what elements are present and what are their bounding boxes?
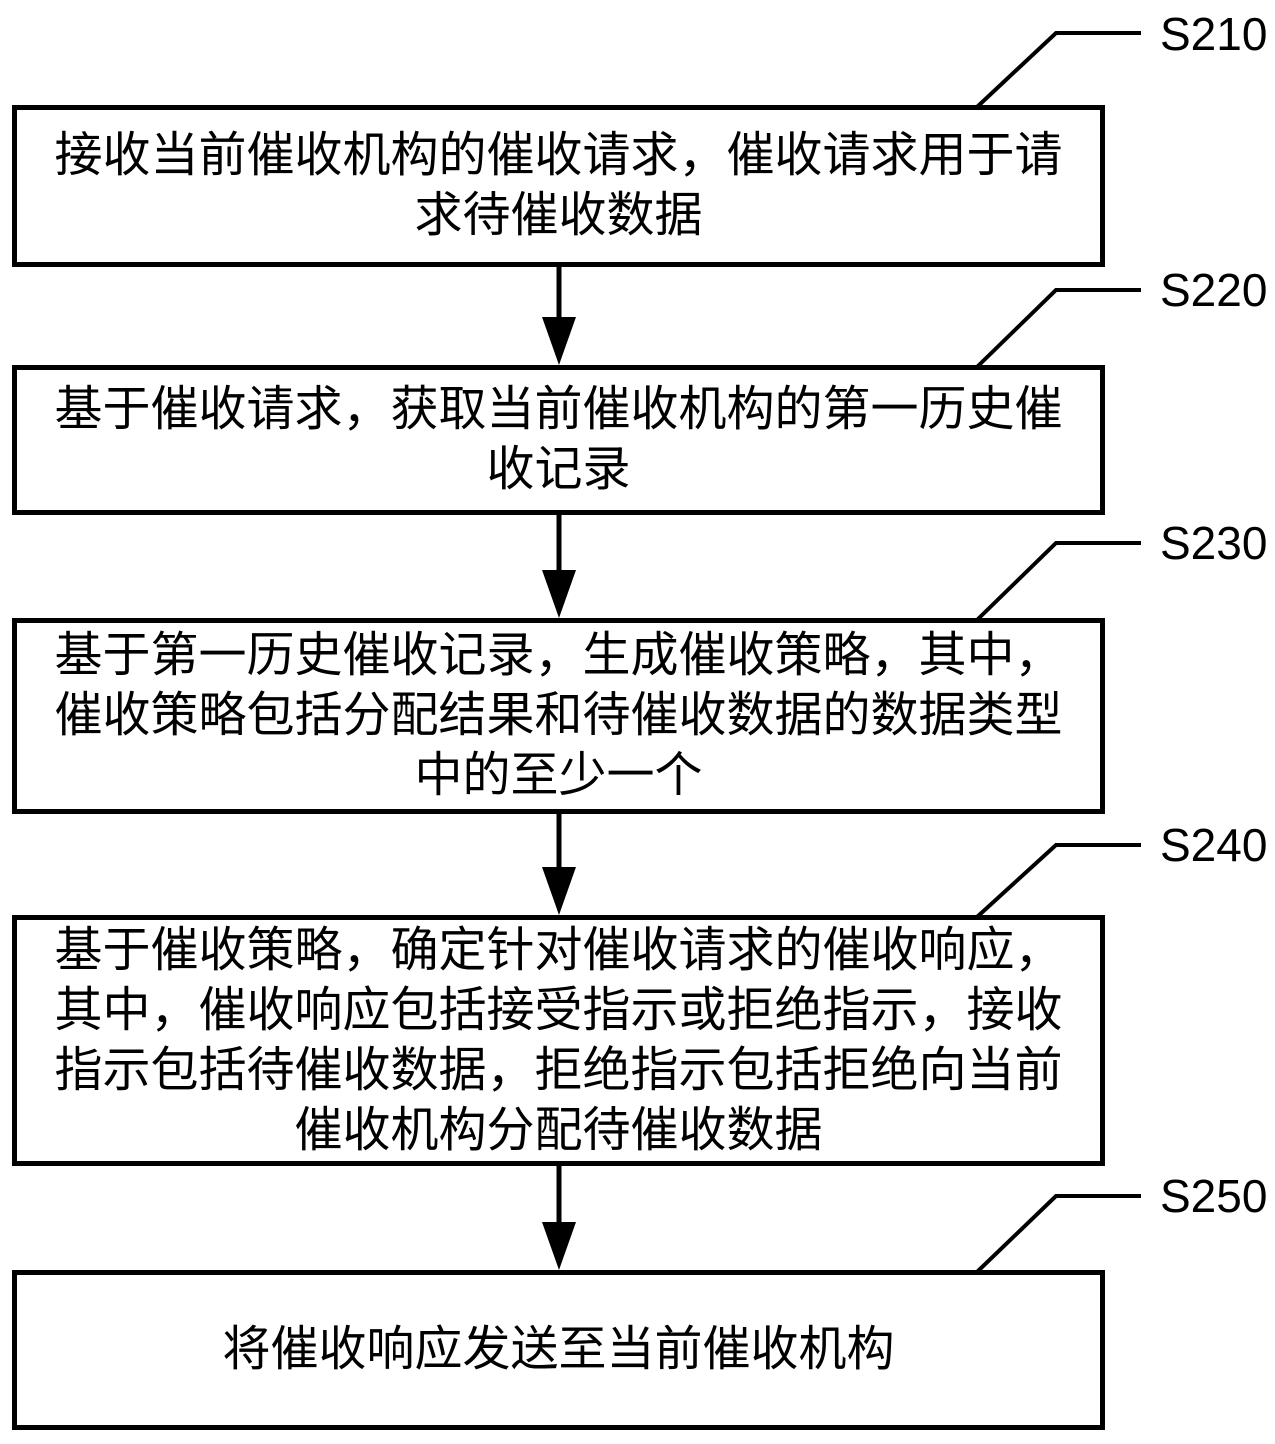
- step-label-leader-s230: [975, 541, 1141, 622]
- step-label-s230: S230: [1160, 517, 1268, 569]
- flow-arrow-2: [542, 513, 576, 618]
- flow-arrow-4: [542, 1164, 576, 1270]
- step-label-s210: S210: [1160, 8, 1268, 60]
- step-label-leader-s220: [975, 288, 1141, 369]
- flow-step-box-s220: 基于催收请求，获取当前催收机构的第一历史催 收记录: [12, 365, 1105, 515]
- step-label-leader-s250: [975, 1194, 1141, 1274]
- flow-step-box-s210: 接收当前催收机构的催收请求，催收请求用于请 求待催收数据: [12, 105, 1105, 267]
- flow-arrow-1: [542, 265, 576, 365]
- flow-step-text-s230: 基于第一历史催收记录，生成催收策略，其中， 催收策略包括分配结果和待催收数据的数…: [54, 629, 1063, 802]
- step-label-leader-s210: [975, 31, 1141, 109]
- flow-step-text-s240: 基于催收策略，确定针对催收请求的催收响应， 其中，催收响应包括接受指示或拒绝指示…: [54, 923, 1063, 1157]
- step-label-s240: S240: [1160, 819, 1268, 871]
- step-label-s220: S220: [1160, 264, 1268, 316]
- flow-step-box-s230: 基于第一历史催收记录，生成催收策略，其中， 催收策略包括分配结果和待催收数据的数…: [12, 618, 1105, 814]
- flow-step-box-s250: 将催收响应发送至当前催收机构: [12, 1270, 1105, 1430]
- flow-step-text-s210: 接收当前催收机构的催收请求，催收请求用于请 求待催收数据: [54, 129, 1063, 242]
- flow-step-text-s250: 将催收响应发送至当前催收机构: [222, 1323, 895, 1376]
- step-label-s250: S250: [1160, 1170, 1268, 1222]
- flow-arrow-3: [542, 812, 576, 915]
- flow-step-box-s240: 基于催收策略，确定针对催收请求的催收响应， 其中，催收响应包括接受指示或拒绝指示…: [12, 915, 1105, 1166]
- step-label-leader-s240: [975, 843, 1141, 919]
- flow-step-text-s220: 基于催收请求，获取当前催收机构的第一历史催 收记录: [54, 383, 1063, 496]
